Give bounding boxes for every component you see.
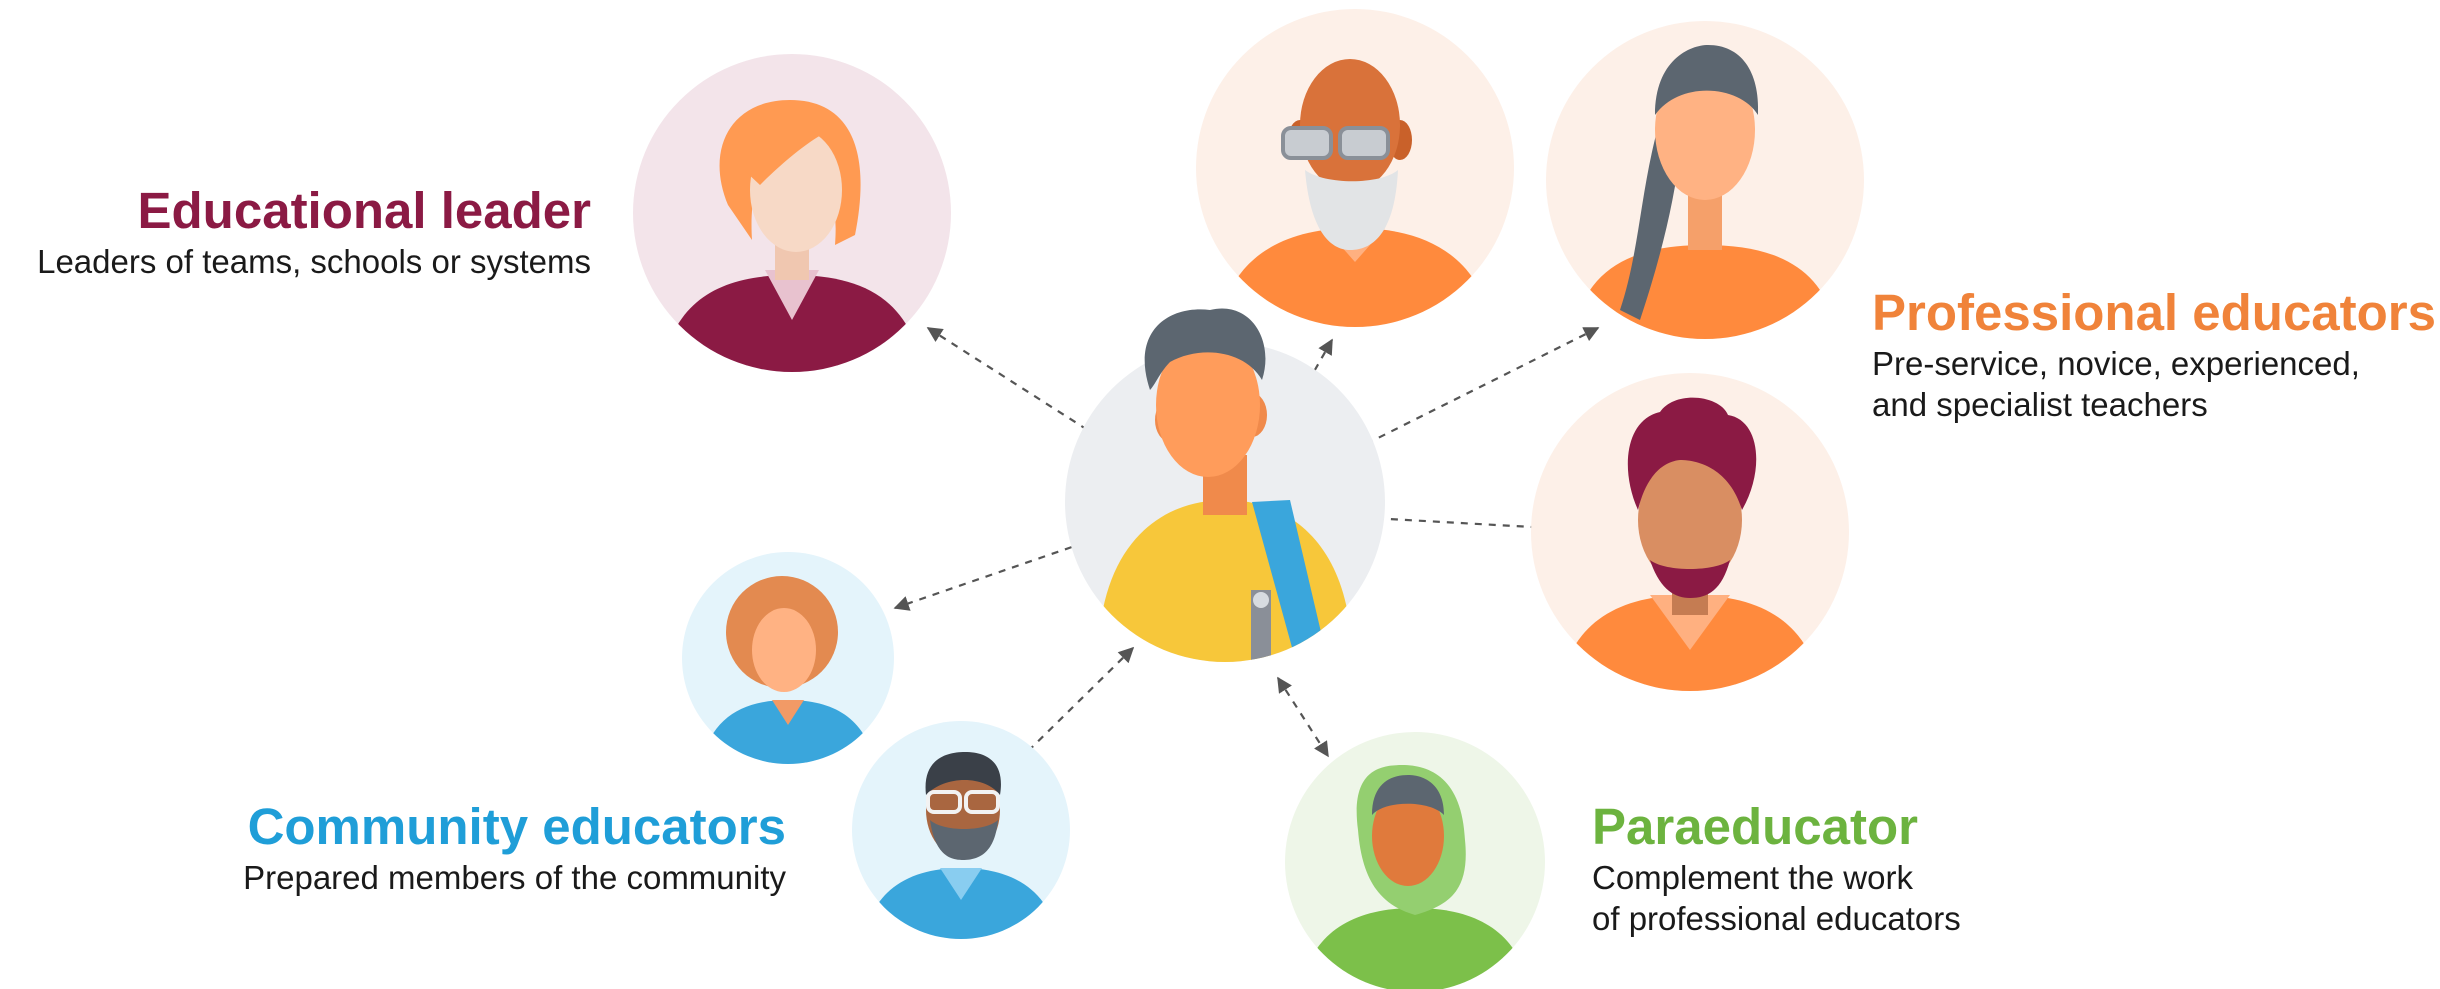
man-glasses-beard-avatar-icon <box>852 721 1070 939</box>
woman-leader-avatar-icon <box>633 54 951 372</box>
educational-leader-desc: Leaders of teams, schools or systems <box>37 243 591 281</box>
professional-educators-title: Professional educators <box>1872 284 2437 341</box>
professional-educators-label: Professional educators Pre-service, novi… <box>1872 282 2436 426</box>
woman-headscarf-avatar-icon <box>1285 732 1545 989</box>
woman-ponytail-avatar-icon <box>1546 21 1864 339</box>
paraeducator-desc-line-2: of professional educators <box>1592 900 1961 938</box>
professional-educators-desc-line-2: and specialist teachers <box>1872 386 2208 424</box>
arrow-community-1 <box>893 535 1100 611</box>
arrow-leader <box>926 327 1099 437</box>
community-educators-desc: Prepared members of the community <box>243 859 786 897</box>
connector-arrows <box>893 327 1600 764</box>
arrow-community-2 <box>1015 646 1135 764</box>
community-educators-label: Community educators Prepared members of … <box>243 796 786 898</box>
curly-hair-bearded-man-avatar-icon <box>1531 373 1849 691</box>
bald-bearded-man-glasses-avatar-icon <box>1196 9 1514 327</box>
educational-leader-title: Educational leader <box>137 182 591 239</box>
paraeducator-label: Paraeducator Complement the work of prof… <box>1592 796 1961 940</box>
paraeducator-title: Paraeducator <box>1592 798 1918 855</box>
paraeducator-desc-line-1: Complement the work <box>1592 859 1913 897</box>
educational-leader-label: Educational leader Leaders of teams, sch… <box>37 180 591 282</box>
professional-educators-desc-line-1: Pre-service, novice, experienced, <box>1872 345 2360 383</box>
curly-hair-woman-avatar-icon <box>682 552 894 764</box>
student-with-backpack-icon <box>1065 308 1385 662</box>
community-educators-title: Community educators <box>247 798 786 855</box>
arrow-para <box>1277 676 1329 758</box>
